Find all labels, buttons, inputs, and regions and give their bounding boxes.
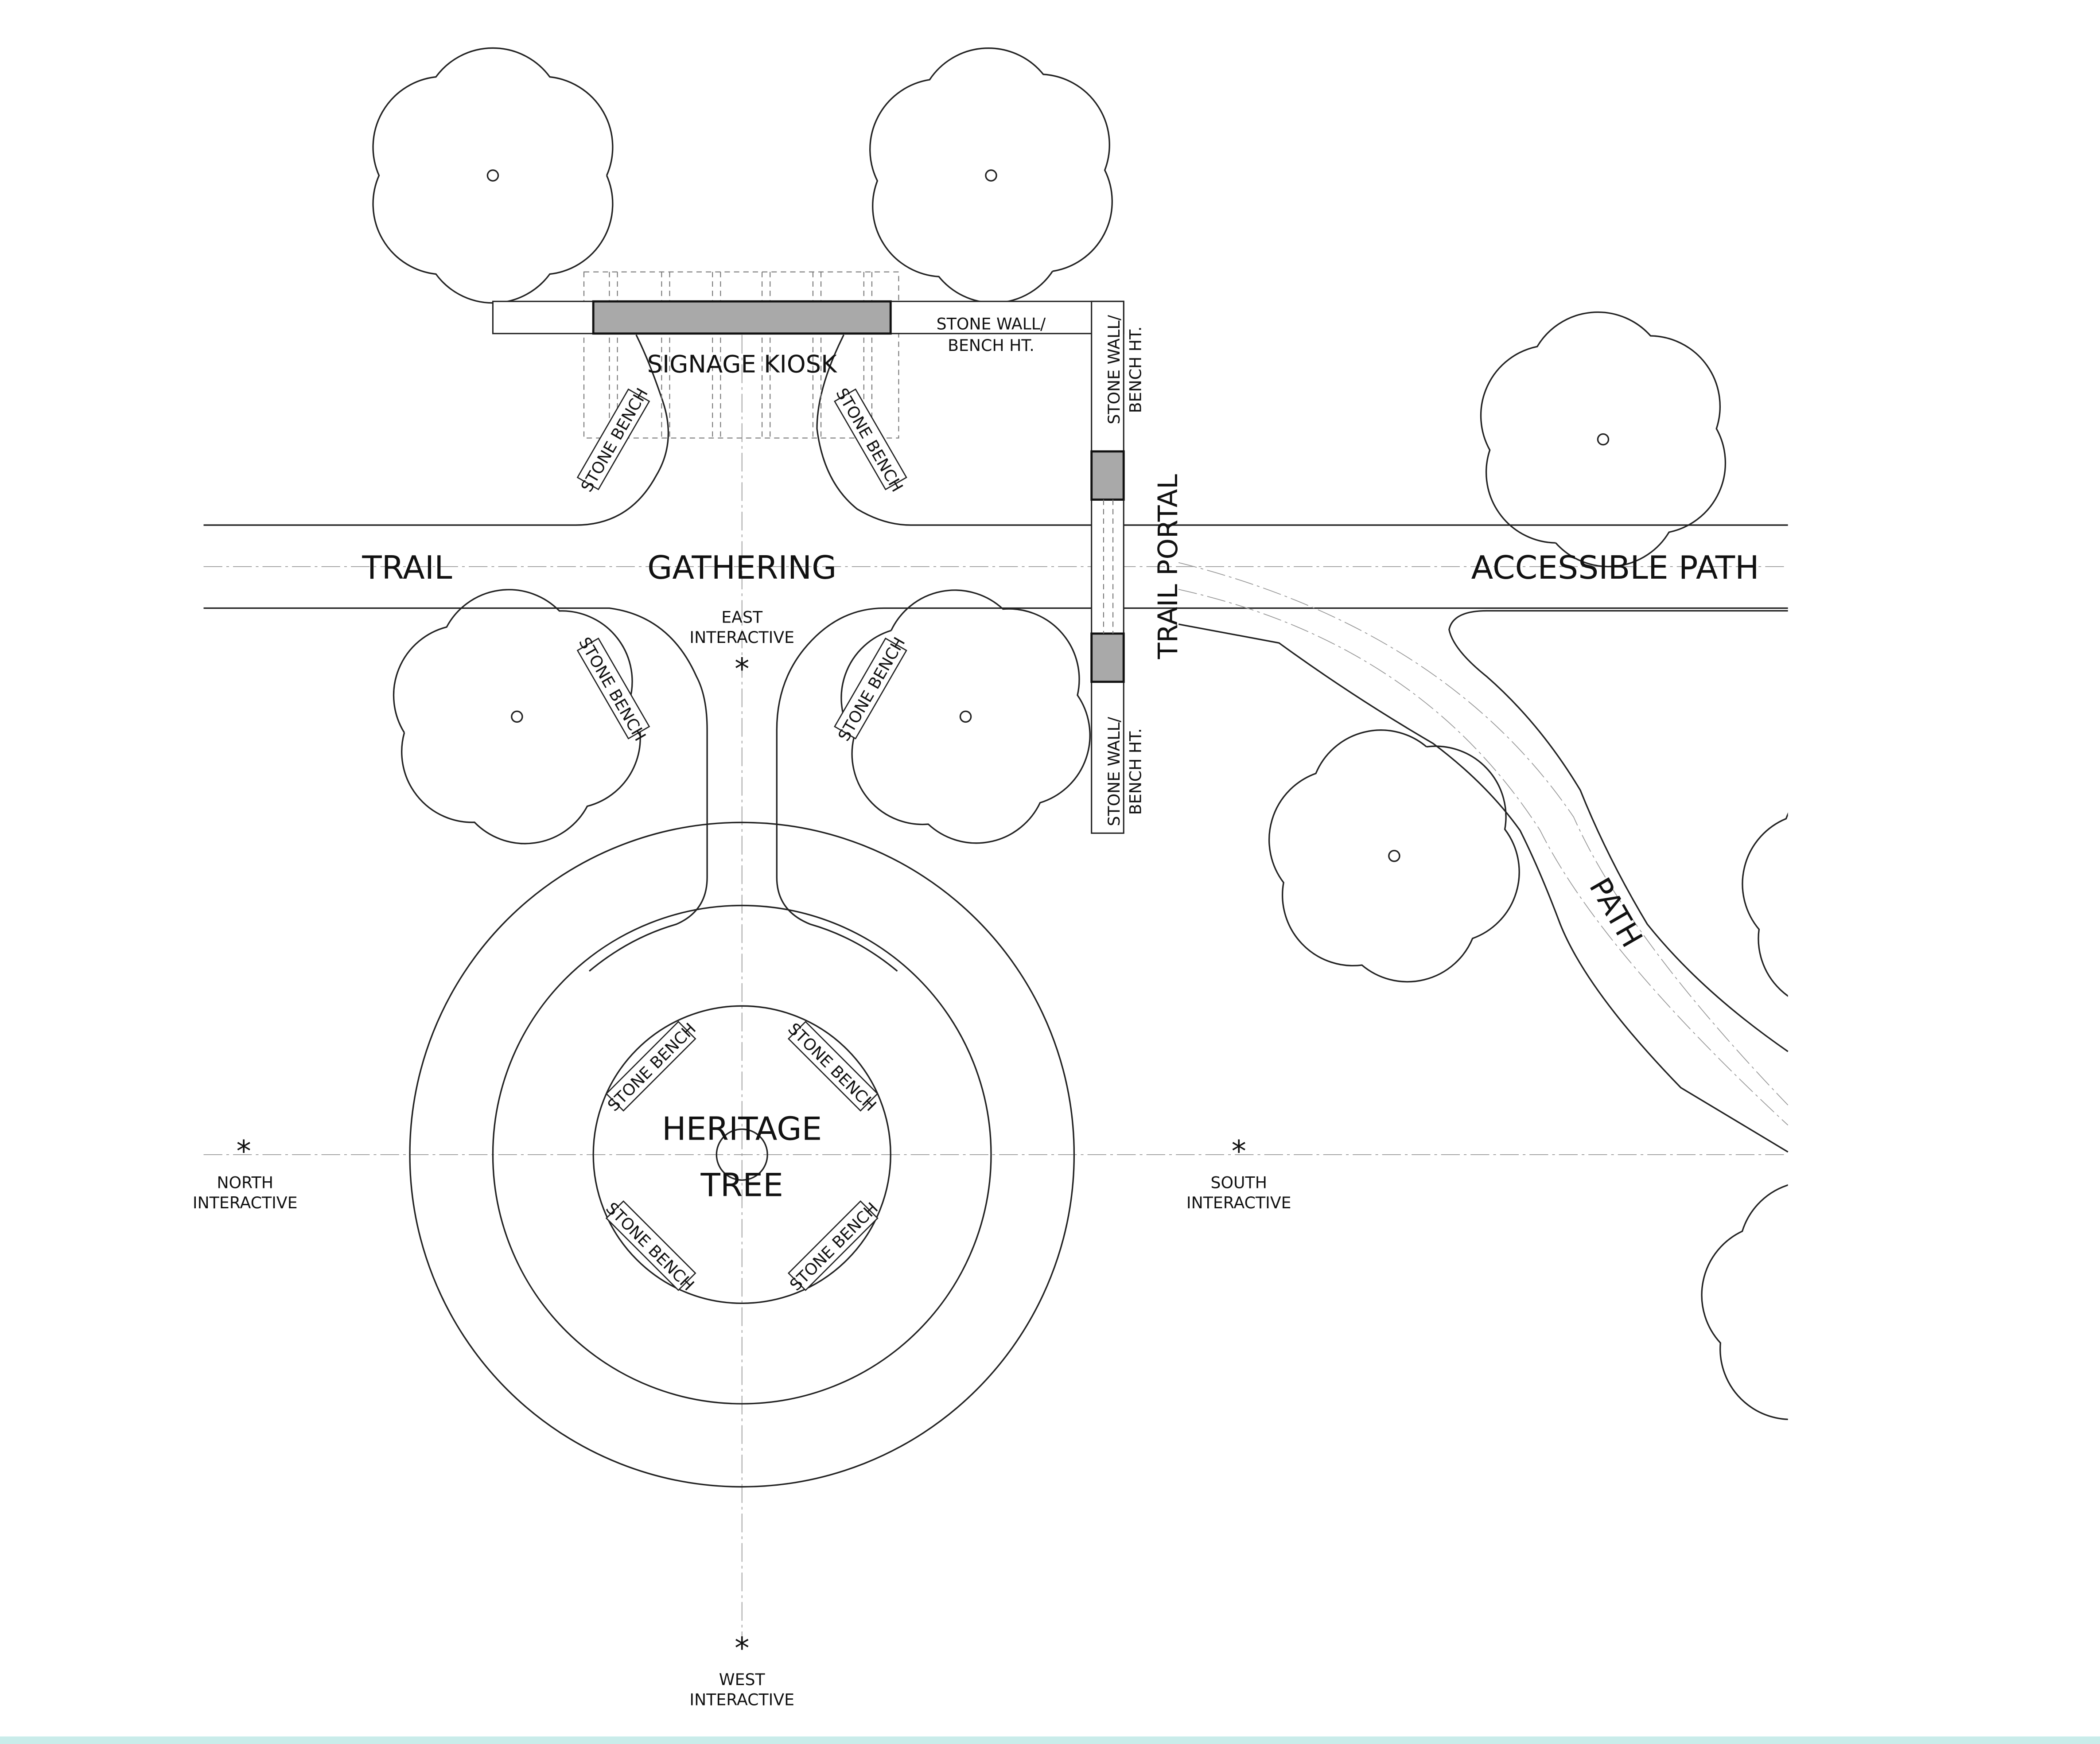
path-label: PATH [1583,872,1649,953]
tree-icon [840,589,1091,844]
stone-bench: STONE BENCH [784,1019,880,1115]
kiosk-panel [592,300,892,335]
centerlines [203,335,1788,1641]
svg-text:EAST: EAST [721,608,763,627]
stone-bench: STONE BENCH [834,634,909,744]
stone-bench-label: STONE BENCH [577,385,652,495]
stone-bench: STONE BENCH [786,1199,882,1294]
stone-bench-label: STONE BENCH [784,1019,880,1115]
tree-icon [869,47,1113,304]
tree-icon [1268,729,1520,983]
stone-wall-label-south: STONE WALL/BENCH HT. [1104,716,1145,826]
stone-wall-label-north: STONE WALL/BENCH HT. [1104,315,1145,424]
tree-icon [1742,812,1788,997]
svg-text:WEST: WEST [719,1670,766,1689]
stone-bench: STONE BENCH [575,634,650,744]
accessible-path-label: ACCESSIBLE PATH [1471,549,1759,587]
svg-text:INTERACTIVE: INTERACTIVE [193,1193,298,1212]
gathering-label: GATHERING [647,549,836,587]
svg-text:INTERACTIVE: INTERACTIVE [1186,1193,1291,1212]
svg-text:SOUTH: SOUTH [1210,1173,1267,1192]
stone-bench-label: STONE BENCH [834,634,909,744]
signage-kiosk-label: SIGNAGE KIOSK [647,350,838,378]
portal-post-north [1090,450,1125,501]
tree-icon [1701,1184,1788,1420]
trees [372,47,1788,1420]
stone-bench-label: STONE BENCH [602,1199,698,1294]
tree-icon [393,589,641,845]
stone-bench-label: STONE BENCH [575,634,650,744]
svg-text:INTERACTIVE: INTERACTIVE [689,628,794,647]
stone-bench-label: STONE BENCH [832,385,907,495]
asterisk-icon: * [735,1631,749,1665]
stone-bench: STONE BENCH [604,1019,700,1115]
stone-wall-label: STONE WALL/BENCH HT. [937,315,1046,355]
stone-bench-label: STONE BENCH [786,1199,882,1294]
asterisk-icon: * [237,1134,251,1168]
east-interactive: EAST INTERACTIVE * [689,608,794,686]
north-interactive: * NORTH INTERACTIVE [193,1134,298,1212]
south-interactive: * SOUTH INTERACTIVE [1186,1134,1291,1212]
portal-post-south [1090,632,1125,683]
west-interactive: * WEST INTERACTIVE [689,1631,794,1709]
heritage-tree-circles [409,821,1075,1488]
asterisk-icon: * [1232,1134,1246,1168]
svg-text:NORTH: NORTH [217,1173,273,1192]
tree-icon [1480,311,1727,568]
svg-text:INTERACTIVE: INTERACTIVE [689,1690,794,1709]
trail-label: TRAIL [362,549,452,587]
stone-bench-label: STONE BENCH [604,1019,700,1115]
trail-edges [203,335,1789,1153]
stone-bench: STONE BENCH [602,1199,698,1294]
footer-band [0,1736,2100,1744]
tree-icon [372,47,614,304]
trail-portal-label: TRAIL PORTAL [1153,474,1184,660]
asterisk-icon: * [735,652,749,686]
stone-bench: STONE BENCH [576,385,652,495]
signage-kiosk [492,271,1125,834]
